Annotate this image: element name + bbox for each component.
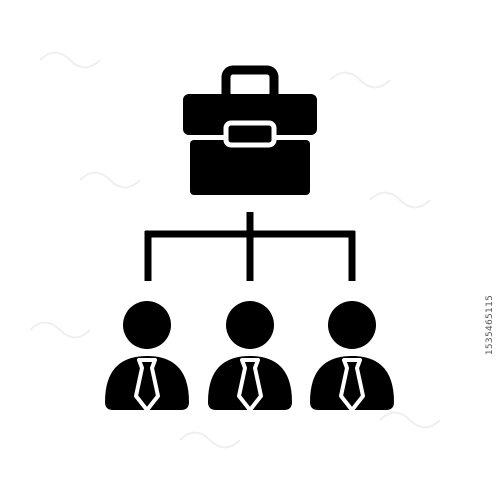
briefcase-body — [190, 140, 310, 195]
briefcase-lid — [183, 94, 317, 135]
person-head — [226, 301, 274, 349]
tie-icon — [237, 358, 263, 412]
person-head — [328, 301, 376, 349]
person-icon-center — [208, 301, 292, 412]
person-icon-left — [105, 301, 189, 412]
person-body — [208, 356, 292, 410]
stock-id-label: 1535465115 — [482, 250, 498, 400]
tie-icon — [134, 358, 160, 412]
person-body — [310, 356, 394, 410]
person-body — [105, 356, 189, 410]
person-icon-right — [310, 301, 394, 412]
hierarchy-connector — [144, 212, 356, 281]
briefcase-clasp — [223, 120, 277, 148]
briefcase-icon — [183, 65, 317, 195]
stock-id-text: 1535465115 — [485, 294, 496, 356]
tie-icon — [339, 358, 365, 412]
person-head — [123, 301, 171, 349]
